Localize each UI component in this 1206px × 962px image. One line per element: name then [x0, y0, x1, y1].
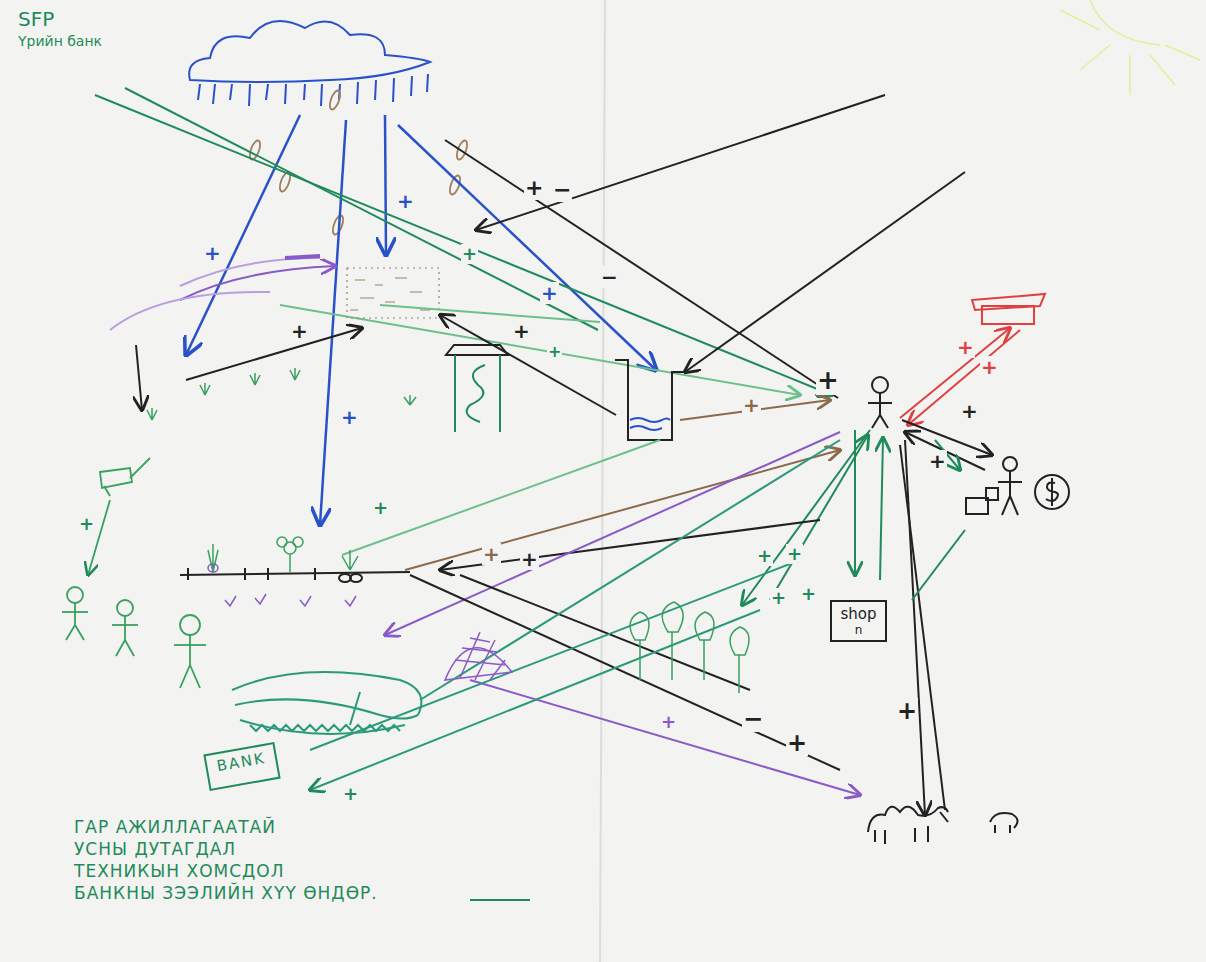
sign-mark: +	[800, 584, 817, 604]
node-title: shop	[840, 605, 877, 623]
sign-mark: +	[396, 190, 415, 212]
sign-mark: +	[547, 343, 562, 361]
sign-mark: −	[742, 706, 764, 732]
sign-mark: +	[786, 730, 808, 756]
sign-mark: +	[512, 320, 531, 342]
sign-mark: +	[786, 544, 803, 564]
sign-mark: +	[770, 588, 787, 608]
sign-mark: +	[660, 712, 677, 732]
sign-mark: +	[742, 394, 761, 416]
note-line: БАНКНЫ ЗЭЭЛИЙН ХҮҮ ӨНДӨР.	[74, 884, 378, 903]
sign-mark: +	[461, 244, 478, 264]
sign-mark: +	[290, 320, 309, 342]
sign-mark: +	[756, 546, 773, 566]
sign-mark: +	[980, 356, 999, 378]
sign-mark: +	[540, 282, 559, 304]
note-line: ТЕХНИКЫН ХОМСДОЛ	[74, 862, 285, 881]
note-line: ГАР АЖИЛЛАГААТАЙ	[74, 818, 276, 837]
sign-mark: +	[372, 498, 389, 518]
sign-mark: +	[520, 548, 539, 570]
sign-mark: +	[524, 176, 544, 200]
shop-box: shopn	[830, 600, 887, 642]
sign-mark: +	[956, 336, 975, 358]
node-mark: n	[840, 623, 877, 637]
sign-mark: +	[203, 242, 222, 264]
sign-mark: +	[78, 514, 95, 534]
subtitle-label: Үрийн банк	[18, 34, 102, 49]
node-title: BANK	[214, 749, 268, 776]
sign-mark: +	[816, 366, 840, 395]
bank-box: BANK	[203, 742, 280, 791]
sign-mark: −	[552, 178, 572, 202]
sign-mark: +	[342, 784, 359, 804]
note-line: УСНЫ ДУТАГДАЛ	[74, 840, 236, 859]
title-label: SFP	[18, 8, 54, 30]
sign-mark: +	[960, 400, 979, 422]
sign-mark: +	[482, 543, 501, 565]
sign-mark: +	[340, 406, 359, 428]
sign-mark: −	[600, 266, 619, 288]
sign-mark: +	[928, 450, 947, 472]
sign-mark: +	[896, 698, 918, 724]
